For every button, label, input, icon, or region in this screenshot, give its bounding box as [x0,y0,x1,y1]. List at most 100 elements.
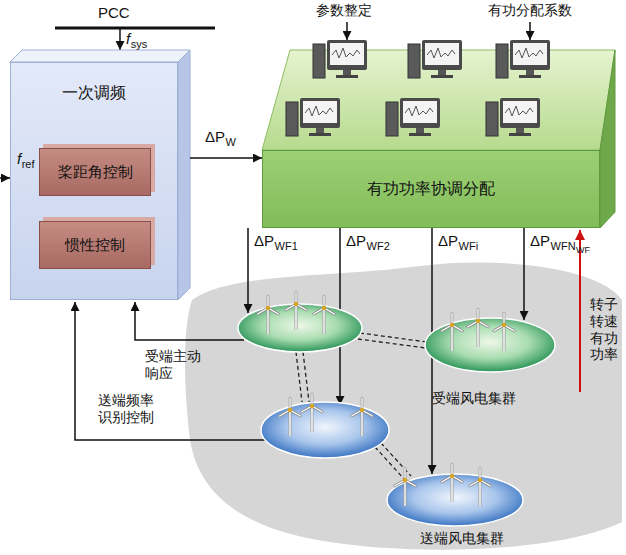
turbine-tower [267,308,269,334]
farm-link [360,333,427,342]
computer-icon [496,40,550,78]
turbine-tower [323,308,326,334]
turbine-tower [503,325,506,351]
box-top-face [10,50,190,62]
subscript-label: WF [576,245,590,256]
text-label: 有功分配系数 [488,2,572,19]
monitor-screen [503,101,537,123]
monitor-stand [438,70,446,75]
monitor-screen [403,101,437,123]
text-label: ΔP [438,232,458,250]
computer-tower [486,102,498,136]
text-label: 参数整定 [316,2,372,19]
screen-wave [505,106,533,116]
turbine-hub [450,474,454,478]
computer-tower [286,102,298,136]
farm-disc [387,474,523,526]
text-label: 转子 转速 有功 功率 [590,296,619,363]
computer-tower [386,102,398,136]
turbine-tower [361,410,363,436]
farm-disc [261,402,389,458]
computer-icon [408,40,462,78]
farm-link [296,352,302,402]
wind-farm [425,309,555,372]
wind-farm [387,464,523,526]
text-label: 送端频率 识别控制 [98,392,158,426]
text-label: f [126,30,130,48]
turbine-hub [360,408,364,412]
node-text: 一次调频 [11,63,177,104]
control-block: 桨距角控制 [39,148,151,196]
dispatch-arrow [523,228,525,320]
turbine-tower [451,325,454,351]
subscript-label: W [226,136,236,149]
turbine-hub [478,478,482,482]
screen-wave [515,48,543,58]
text-label: ΔP [254,232,274,250]
monitor-screen [303,101,337,123]
subscript-label: WFi [459,240,479,253]
turbine-tower [479,480,481,506]
farm-disc [238,304,362,352]
node-text: 有功功率协调分配 [367,179,495,200]
computer-icon [313,40,367,78]
turbine-tower [295,304,298,330]
screen-wave [332,48,360,58]
feedback-arrow [135,302,244,340]
node-text: 桨距角控制 [58,163,133,182]
fsys-arrow [119,29,121,50]
slab-side-face [600,50,615,228]
farm-disc [425,318,555,372]
farm-link [303,352,309,402]
monitor-frame [300,98,340,128]
monitor-frame [422,40,462,70]
subscript-label: WF2 [367,240,390,253]
farm-link [358,339,426,348]
turbine-hub [310,404,314,408]
wind-region [185,263,622,550]
turbine-hub [450,323,454,327]
turbine-tower [451,476,453,502]
feedback-arrow [75,302,266,440]
monitor-base [336,75,358,78]
turbine-tower [267,308,270,334]
coef-arrow [529,22,531,40]
monitor-stand [343,70,351,75]
node-text: 惯性控制 [65,236,125,255]
turbine-tower [323,308,325,334]
monitor-base [409,133,431,136]
turbine-tower [451,325,453,351]
farm-group [238,292,555,526]
turbine-tower [404,480,406,506]
pcc-bus [55,27,215,30]
farm-link [381,443,411,476]
subscript-label: sys [131,38,148,51]
monitor-screen [425,43,459,65]
monitor-base [431,75,453,78]
param-arrow [346,22,348,40]
turbine-tower [311,406,313,432]
monitor-frame [500,98,540,128]
text-label: PCC [98,4,130,22]
text-label: 受端风电集群 [432,390,516,407]
monitor-stand [316,128,324,133]
text-label: ΔP [346,232,366,250]
turbine-tower [477,321,480,347]
computer-icon [286,98,340,136]
subscript-label: WF1 [275,240,298,253]
monitor-base [519,75,541,78]
dispatch-slab: 有功功率协调分配 [262,150,600,228]
turbine-tower [479,480,482,506]
screen-wave [305,106,333,116]
turbine-hub [403,478,407,482]
turbine-tower [451,476,454,502]
turbine-hub [476,319,480,323]
subscript-label: ref [22,158,35,171]
text-label: ΔP [530,232,550,250]
turbine-tower [503,325,505,351]
control-box: 一次调频桨距角控制惯性控制 [10,62,178,300]
computer-tower [408,44,420,78]
computer-tower [496,44,508,78]
wind-farm [238,292,362,352]
